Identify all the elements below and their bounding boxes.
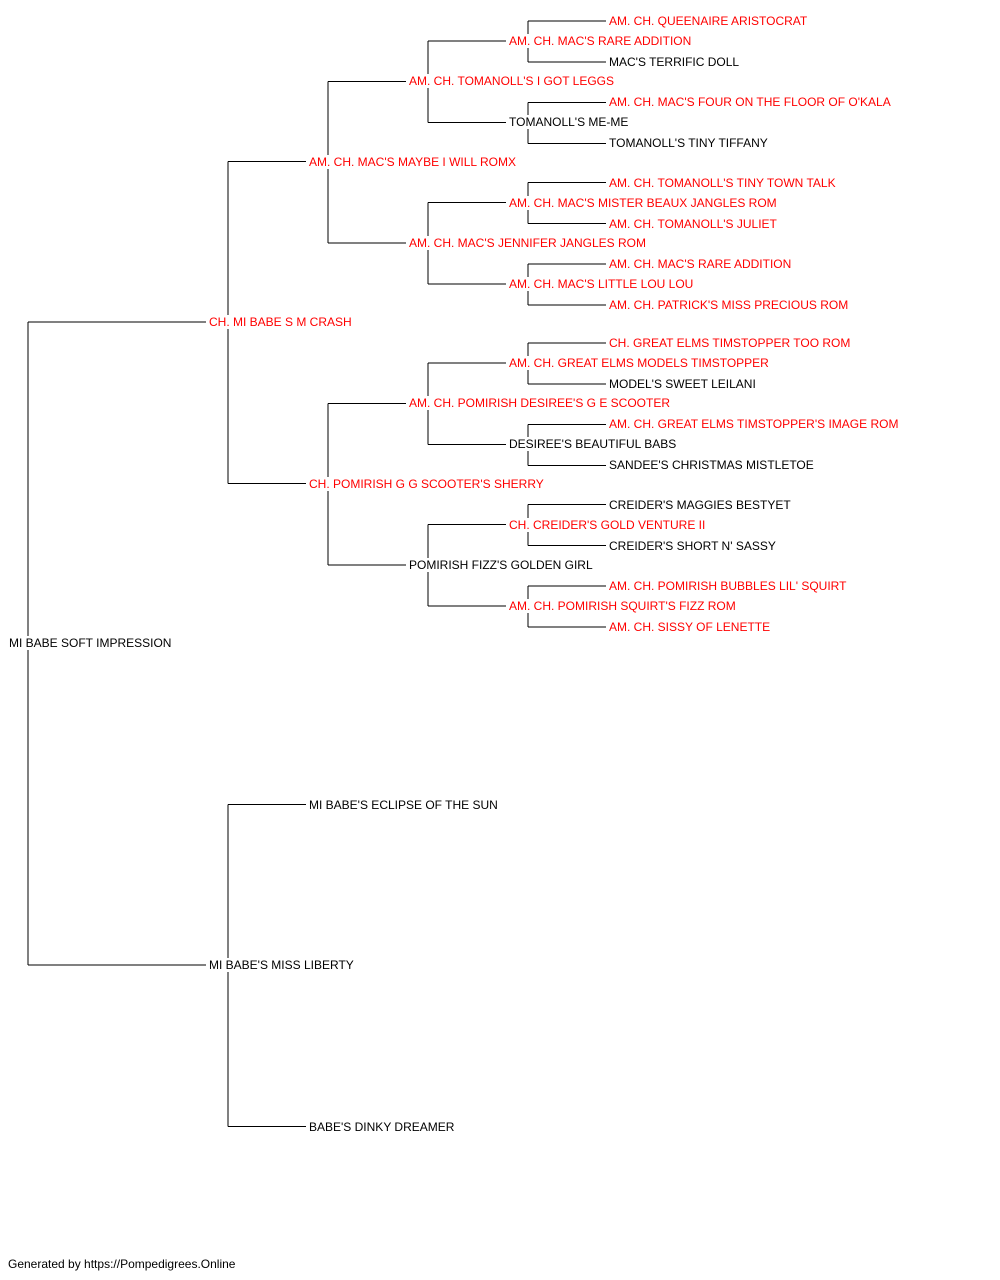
ancestor-name[interactable]: AM. CH. GREAT ELMS MODELS TIMSTOPPER — [508, 356, 770, 371]
ancestor-name[interactable]: AM. CH. MAC'S FOUR ON THE FLOOR OF O'KAL… — [608, 95, 892, 110]
footer-credit: Generated by https://Pompedigrees.Online — [8, 1257, 236, 1271]
ancestor-name[interactable]: BABE'S DINKY DREAMER — [308, 1119, 456, 1134]
ancestor-name[interactable]: CH. GREAT ELMS TIMSTOPPER TOO ROM — [608, 336, 852, 351]
ancestor-name[interactable]: CREIDER'S SHORT N' SASSY — [608, 538, 777, 553]
ancestor-name[interactable]: TOMANOLL'S ME-ME — [508, 115, 630, 130]
ancestor-name[interactable]: AM. CH. MAC'S RARE ADDITION — [508, 34, 693, 49]
ancestor-name[interactable]: MI BABE'S MISS LIBERTY — [208, 958, 355, 972]
ancestor-name[interactable]: TOMANOLL'S TINY TIFFANY — [608, 136, 769, 151]
ancestor-name[interactable]: MAC'S TERRIFIC DOLL — [608, 55, 741, 70]
ancestor-name[interactable]: AM. CH. TOMANOLL'S I GOT LEGGS — [408, 74, 616, 89]
ancestor-name[interactable]: POMIRISH FIZZ'S GOLDEN GIRL — [408, 557, 594, 572]
ancestor-name[interactable]: CREIDER'S MAGGIES BESTYET — [608, 497, 792, 512]
ancestor-name[interactable]: AM. CH. QUEENAIRE ARISTOCRAT — [608, 14, 809, 29]
ancestor-name[interactable]: SANDEE'S CHRISTMAS MISTLETOE — [608, 458, 815, 473]
ancestor-name[interactable]: AM. CH. MAC'S RARE ADDITION — [608, 256, 793, 271]
ancestor-name[interactable]: AM. CH. MAC'S JENNIFER JANGLES ROM — [408, 235, 647, 250]
ancestor-name[interactable]: DESIREE'S BEAUTIFUL BABS — [508, 437, 678, 452]
ancestor-name[interactable]: AM. CH. POMIRISH SQUIRT'S FIZZ ROM — [508, 598, 737, 613]
ancestor-name[interactable]: AM. CH. MAC'S LITTLE LOU LOU — [508, 276, 695, 291]
ancestor-name[interactable]: AM. CH. TOMANOLL'S JULIET — [608, 216, 778, 231]
ancestor-name[interactable]: CH. POMIRISH G G SCOOTER'S SHERRY — [308, 476, 545, 491]
ancestor-name[interactable]: MI BABE'S ECLIPSE OF THE SUN — [308, 797, 499, 812]
ancestor-name[interactable]: AM. CH. SISSY OF LENETTE — [608, 619, 772, 634]
ancestor-name[interactable]: AM. CH. POMIRISH BUBBLES LIL' SQUIRT — [608, 578, 848, 593]
ancestor-name[interactable]: CH. CREIDER'S GOLD VENTURE II — [508, 517, 707, 532]
ancestor-name[interactable]: AM. CH. POMIRISH DESIREE'S G E SCOOTER — [408, 396, 671, 411]
ancestor-name[interactable]: AM. CH. TOMANOLL'S TINY TOWN TALK — [608, 175, 837, 190]
ancestor-name[interactable]: MODEL'S SWEET LEILANI — [608, 377, 757, 392]
ancestor-name[interactable]: CH. MI BABE S M CRASH — [208, 315, 353, 329]
ancestor-name[interactable]: AM. CH. GREAT ELMS TIMSTOPPER'S IMAGE RO… — [608, 417, 900, 432]
ancestor-name[interactable]: AM. CH. MAC'S MAYBE I WILL ROMX — [308, 154, 517, 169]
subject-dog-name[interactable]: MI BABE SOFT IMPRESSION — [8, 636, 173, 650]
ancestor-name[interactable]: AM. CH. PATRICK'S MISS PRECIOUS ROM — [608, 297, 850, 312]
ancestor-name[interactable]: AM. CH. MAC'S MISTER BEAUX JANGLES ROM — [508, 195, 778, 210]
